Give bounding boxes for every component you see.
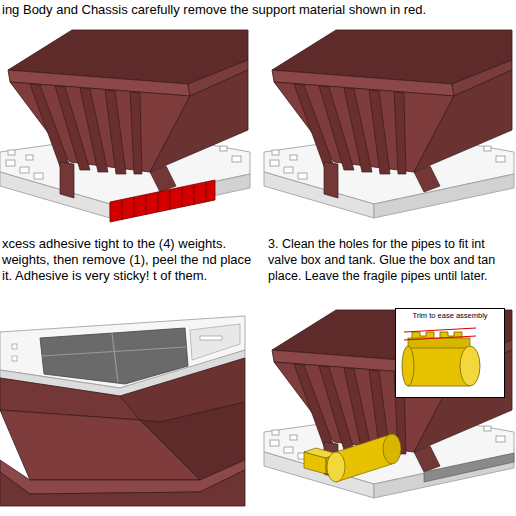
instruction-step-text: 3. Clean the holes for the pipes to fit … bbox=[268, 236, 512, 284]
panel-support-removal bbox=[0, 30, 250, 222]
support-material bbox=[110, 180, 215, 222]
callout-text: Trim to ease assembly bbox=[396, 309, 504, 320]
instruction-heading: ing Body and Chassis carefully remove th… bbox=[2, 2, 426, 18]
instruction-step-text: xcess adhesive tight to the (4) weights.… bbox=[2, 236, 252, 284]
panel-weights-bottom-view bbox=[0, 316, 245, 506]
panel-cleaned-body bbox=[264, 30, 514, 218]
trim-inset bbox=[395, 308, 505, 398]
callout-box: Trim to ease assembly bbox=[395, 308, 505, 398]
tank bbox=[327, 434, 401, 482]
